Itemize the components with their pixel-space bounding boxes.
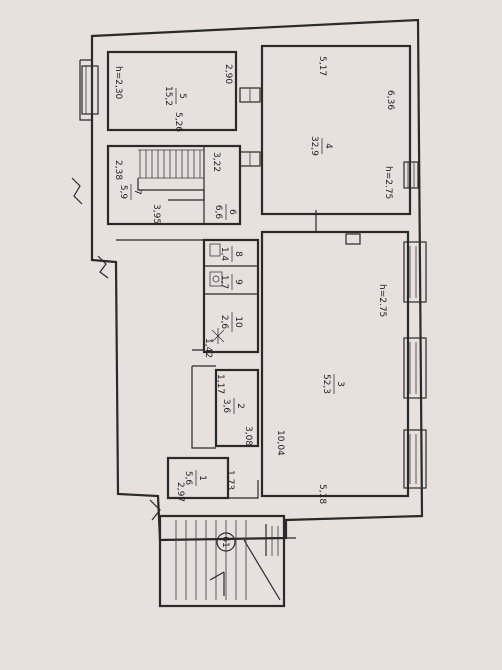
- dim-297: 2,97: [175, 482, 185, 502]
- window-room4: [403, 161, 419, 189]
- window-room5: [81, 65, 99, 115]
- room-4-number: 4: [323, 143, 333, 149]
- wet-rooms-block: [202, 238, 260, 354]
- entrance-mark-upper: [71, 177, 83, 205]
- room-2: [214, 368, 260, 448]
- dim-526: 5,26: [173, 112, 183, 132]
- room-5-number: 5: [177, 93, 187, 99]
- windows-room3: [403, 241, 427, 489]
- building-number: 61: [220, 536, 230, 547]
- room-1: [166, 456, 230, 500]
- dim-308: 3,08: [243, 426, 253, 446]
- room-6-number: 6: [227, 209, 237, 215]
- dim-h275-r4: h=2.75: [383, 166, 393, 199]
- staircase: [138, 149, 204, 179]
- door-1-3: [228, 480, 259, 499]
- sink-icon: [209, 271, 223, 287]
- room-1-number: 1: [197, 475, 207, 481]
- dim-173: 1,73: [225, 470, 235, 490]
- left-ledge: [79, 59, 92, 121]
- room-10-number: 10: [233, 316, 243, 328]
- column: [345, 233, 361, 245]
- heater-icon: [211, 328, 225, 344]
- dim-518: 5,18: [317, 484, 327, 504]
- room-3-number: 3: [335, 381, 345, 387]
- room-3: [260, 230, 410, 498]
- dim-517: 5,17: [317, 56, 327, 76]
- room-4-area: 32,9: [309, 136, 319, 156]
- room-3-area: 52,3: [321, 374, 331, 394]
- dim-1004: 10,04: [275, 430, 285, 456]
- room-6-7-block: [106, 144, 242, 226]
- room-5: [106, 50, 238, 132]
- room-2-number: 2: [235, 403, 245, 409]
- room-10-area: 2,6: [219, 315, 229, 330]
- dim-395: 3,95: [151, 204, 161, 224]
- room-labels: 5 15,2 4 32,9 7 5,9 6 6,6 8 1,4 9 1,7: [118, 86, 345, 486]
- dim-117: 1,17: [215, 374, 225, 394]
- dim-290: 2,90: [223, 64, 233, 84]
- room-7-number: 7: [132, 189, 142, 195]
- room-4: [260, 44, 412, 216]
- room-9-number: 9: [233, 279, 243, 285]
- building-number-circle: [216, 532, 236, 552]
- corridor-2: [191, 365, 216, 449]
- room-1-area: 5,6: [183, 471, 193, 486]
- dim-142: 1,42: [203, 338, 213, 358]
- dim-h230: h=2,30: [113, 66, 123, 100]
- room-2-area: 3,6: [221, 399, 231, 414]
- toilet-icon: [209, 243, 221, 257]
- room-8-area: 1,4: [219, 247, 229, 262]
- room-6-area: 6,6: [213, 205, 223, 220]
- dim-636: 6,36: [385, 90, 395, 110]
- room-5-area: 15,2: [163, 86, 173, 106]
- room-9-area: 1,7: [219, 275, 229, 289]
- entrance-mark-lower: [97, 255, 109, 279]
- dim-h275-r3: h=2.75: [377, 284, 387, 317]
- room-8-number: 8: [233, 251, 243, 257]
- room-7-area: 5,9: [118, 185, 128, 200]
- dim-238: 2,38: [113, 160, 123, 180]
- dim-322: 3,22: [211, 152, 221, 172]
- dimension-labels: h=2,30 2,90 5,26 5,17 6,36 h=2.75 2,38 3…: [113, 56, 395, 504]
